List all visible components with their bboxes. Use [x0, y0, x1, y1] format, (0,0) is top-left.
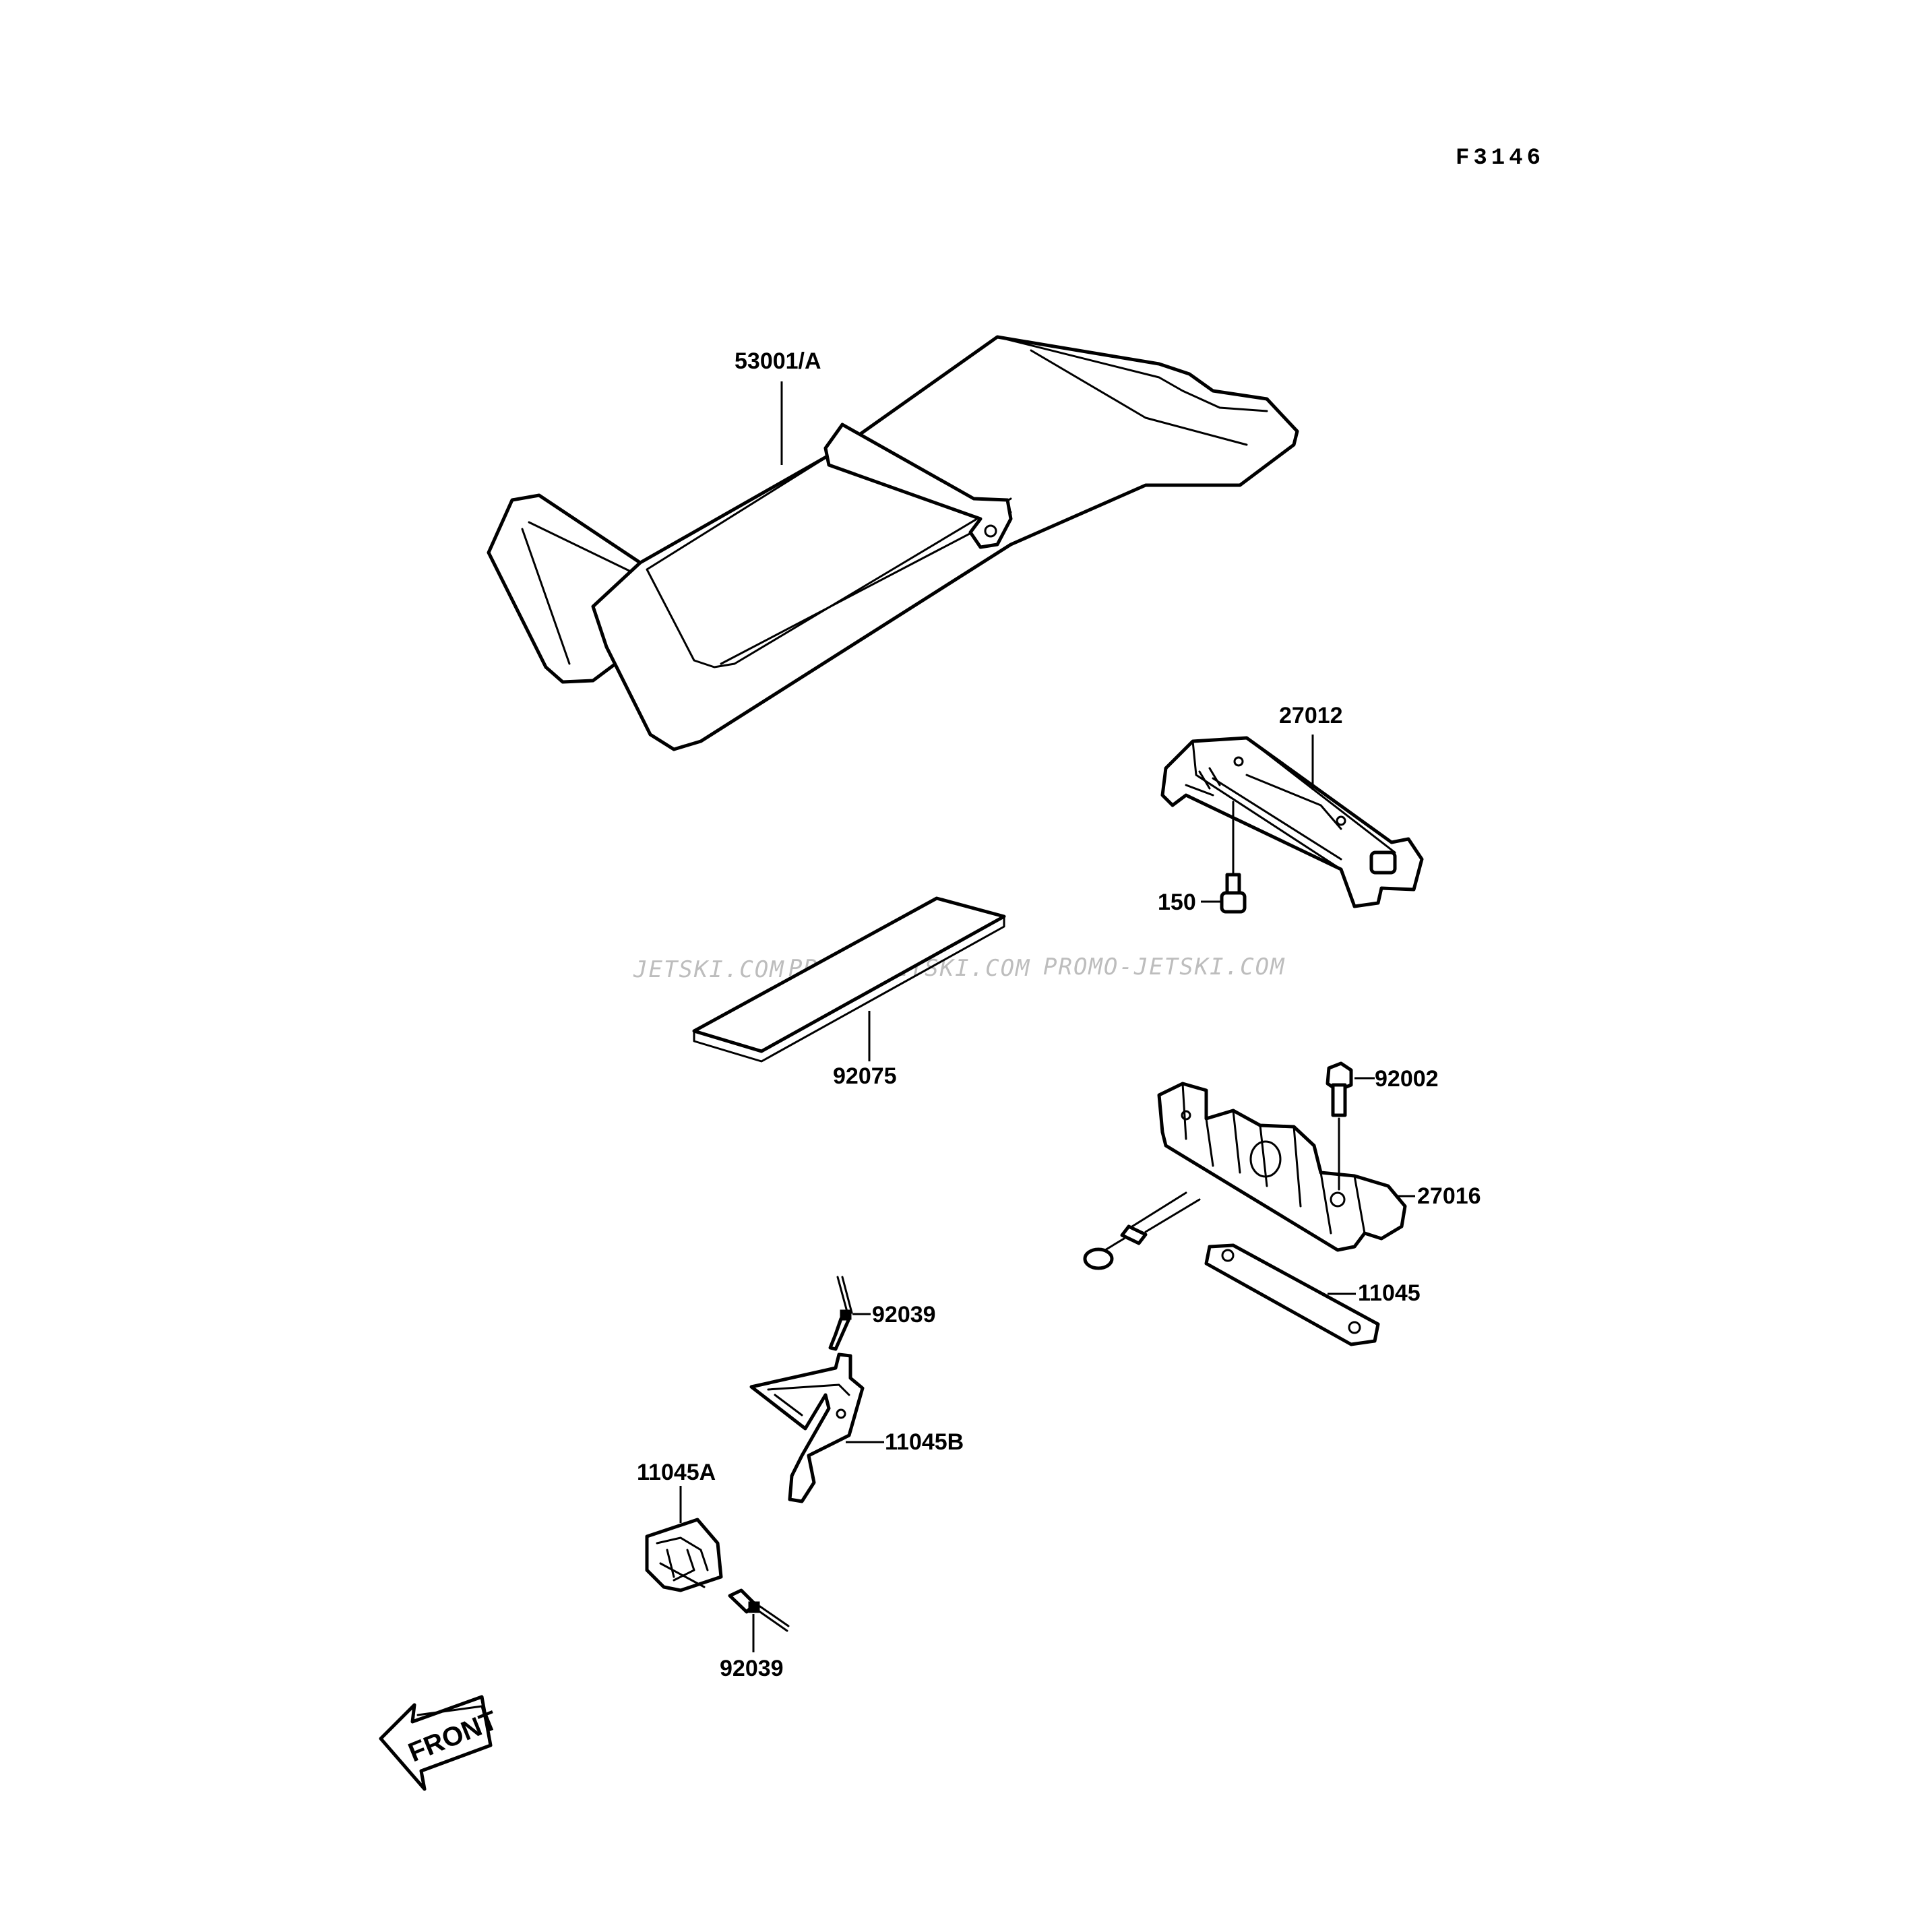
label-pad: 92075	[833, 1063, 897, 1089]
label-plate-11045: 11045	[1358, 1280, 1421, 1306]
front-arrow: FRONT	[379, 1695, 501, 1791]
figure-code: F3146	[1456, 146, 1545, 171]
bolt-92002-drawing	[1326, 1061, 1353, 1191]
label-seat: 53001/A	[735, 348, 821, 374]
bracket-b-drawing	[749, 1352, 865, 1503]
watermark-3: PROMO-JETSKI.COM	[1043, 954, 1286, 980]
latch-upper-drawing	[1160, 736, 1424, 908]
label-rivet-lower: 92039	[720, 1656, 784, 1681]
label-holder-a: 11045A	[637, 1460, 716, 1485]
label-rivet-upper: 92039	[872, 1302, 936, 1328]
label-bolt-92002: 92002	[1375, 1066, 1439, 1092]
rivet-upper-drawing	[828, 1276, 853, 1351]
seat-drawing	[487, 335, 1299, 751]
bolt-150-drawing	[1220, 801, 1247, 914]
watermark: JETSKI.COM PROMO-JETSKI.COM PROMO-JETSKI…	[633, 954, 1286, 983]
watermark-1: JETSKI.COM	[633, 956, 785, 983]
rivet-lower-drawing	[728, 1588, 790, 1632]
holder-a-drawing	[645, 1518, 723, 1592]
label-bracket-b: 11045B	[885, 1429, 964, 1455]
latch-lower-drawing	[1083, 1082, 1407, 1270]
label-latch-upper: 27012	[1279, 703, 1343, 728]
pad-drawing	[692, 896, 1006, 1063]
label-bolt-150: 150	[1158, 890, 1196, 915]
plate-11045-drawing	[1204, 1243, 1380, 1346]
label-latch-lower: 27016	[1417, 1183, 1481, 1209]
